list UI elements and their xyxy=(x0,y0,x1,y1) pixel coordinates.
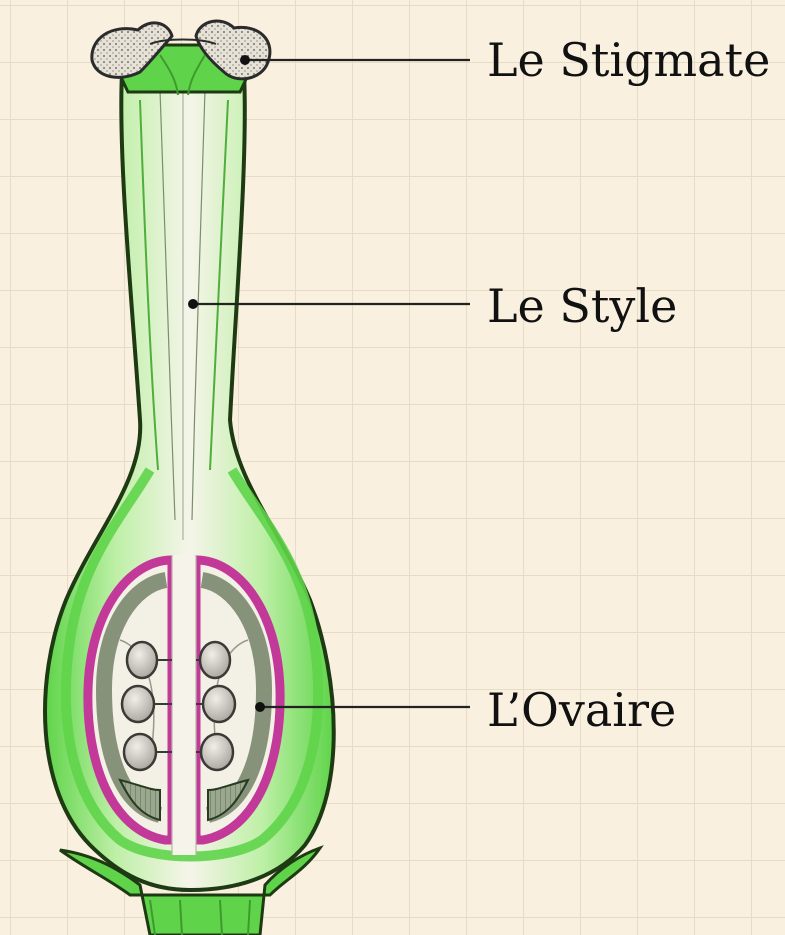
ovule xyxy=(122,686,154,722)
ovule xyxy=(124,734,156,770)
stigma-label: Le Stigmate xyxy=(487,37,770,83)
ovary-leader-dot xyxy=(255,702,265,712)
stigma-leader-dot xyxy=(240,55,250,65)
ovary-label: L’Ovaire xyxy=(487,687,676,733)
style-leader-dot xyxy=(188,299,198,309)
ovary-chambers xyxy=(88,555,280,855)
style-label: Le Style xyxy=(487,283,677,329)
ovule xyxy=(200,642,230,678)
ovule xyxy=(127,642,157,678)
ovule xyxy=(203,686,235,722)
ovule xyxy=(201,734,233,770)
